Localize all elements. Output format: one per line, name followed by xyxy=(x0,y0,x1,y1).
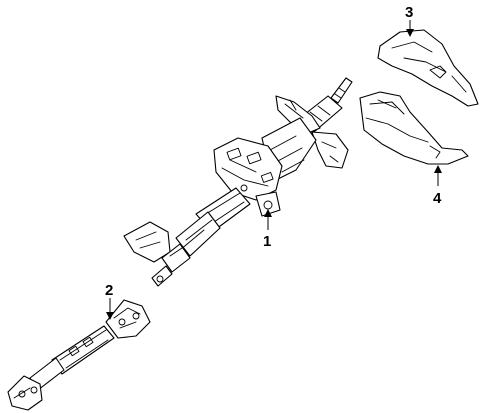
arrowhead-3 xyxy=(406,29,414,37)
intermediate-shaft xyxy=(7,299,151,411)
arrowhead-1 xyxy=(264,209,272,217)
callout-label-4: 4 xyxy=(433,190,442,207)
upper-column-cover xyxy=(377,29,479,107)
callout-1: 1 xyxy=(263,209,272,250)
callout-4: 4 xyxy=(433,165,442,207)
arrowhead-4 xyxy=(434,165,442,173)
callout-label-1: 1 xyxy=(263,233,271,250)
arrowhead-2 xyxy=(106,312,114,320)
callout-3: 3 xyxy=(405,4,414,37)
callout-2: 2 xyxy=(105,282,114,320)
steering-column-assembly xyxy=(123,77,353,287)
callout-label-2: 2 xyxy=(105,282,113,299)
lower-column-cover xyxy=(359,91,469,165)
callout-label-3: 3 xyxy=(405,4,413,21)
